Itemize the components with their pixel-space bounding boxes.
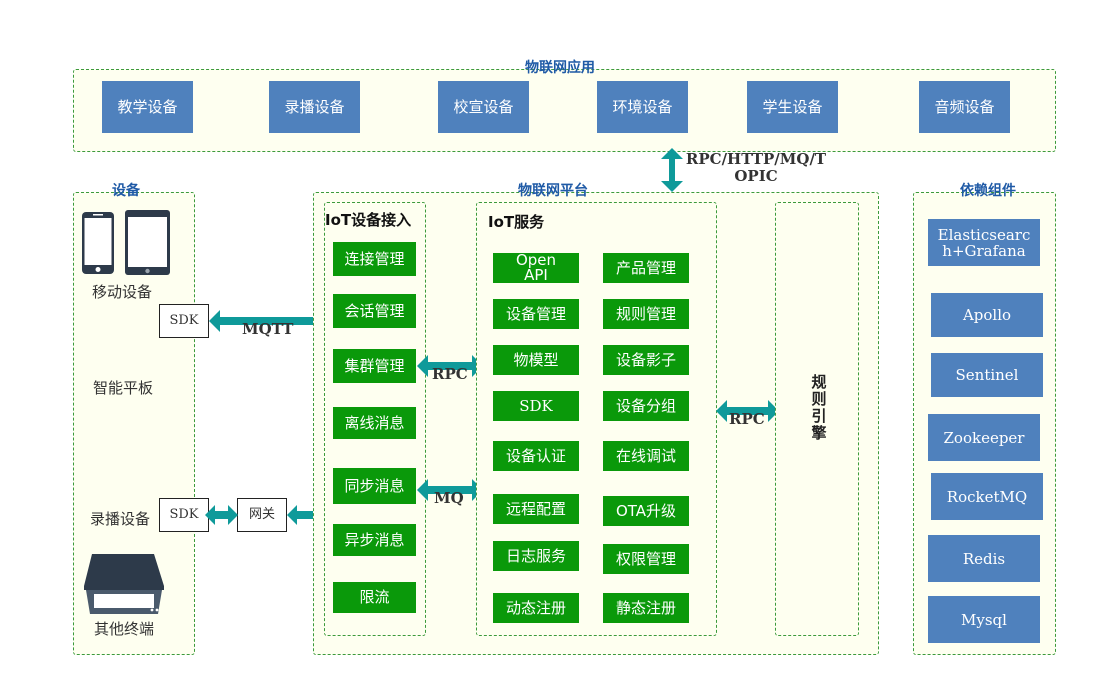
- dep-item-sentinel: Sentinel: [931, 353, 1043, 397]
- dep-item-zookeeper: Zookeeper: [928, 414, 1040, 461]
- dep-item-redis: Redis: [928, 535, 1040, 582]
- rule-engine-frame: [775, 202, 859, 636]
- service-item-remote-config: 远程配置: [493, 494, 579, 524]
- access-item-ratelimit: 限流: [333, 582, 416, 613]
- other-terminal-label: 其他终端: [94, 620, 155, 638]
- service-item-product-mgmt: 产品管理: [603, 253, 689, 283]
- mq-label: MQ: [434, 489, 464, 507]
- phone-icon: [82, 212, 114, 274]
- app-layer-title: 物联网应用: [525, 60, 595, 76]
- service-item-permission: 权限管理: [603, 544, 689, 574]
- access-item-offline: 离线消息: [333, 407, 416, 439]
- service-item-log-service: 日志服务: [493, 541, 579, 571]
- rpc-label-1: RPC: [432, 365, 468, 383]
- dep-item-mysql: Mysql: [928, 596, 1040, 643]
- service-item-thing-model: 物模型: [493, 345, 579, 375]
- vertical-double-arrow: [661, 148, 683, 192]
- sdk-box-mobile: SDK: [159, 304, 209, 338]
- service-item-device-mgmt: 设备管理: [493, 299, 579, 329]
- mq-arrow: [417, 479, 483, 501]
- tablet-icon: [125, 210, 170, 275]
- rule-engine-label: 规则引擎: [811, 373, 827, 442]
- gateway-box: 网关: [237, 498, 287, 532]
- access-item-cluster: 集群管理: [333, 349, 416, 383]
- app-item-environment: 环境设备: [597, 81, 688, 133]
- sdk-box-recorder: SDK: [159, 498, 209, 532]
- access-item-connection: 连接管理: [333, 242, 416, 276]
- top-link-label: RPC/HTTP/MQ/TOPIC: [685, 150, 827, 185]
- recorder-device-label: 录播设备: [90, 510, 151, 528]
- service-item-open-api: Open API: [493, 253, 579, 283]
- service-item-sdk: SDK: [493, 391, 579, 421]
- service-item-ota: OTA升级: [603, 496, 689, 526]
- app-item-campus: 校宣设备: [438, 81, 529, 133]
- rpc-label-2: RPC: [729, 410, 765, 428]
- service-item-rule-mgmt: 规则管理: [603, 299, 689, 329]
- service-item-device-group: 设备分组: [603, 391, 689, 421]
- scanner-icon: [84, 554, 164, 614]
- rpc-arrow-access-service: [417, 355, 483, 377]
- service-title: IoT服务: [488, 213, 545, 231]
- rpc-arrow-service-rule: [716, 400, 779, 422]
- app-item-audio: 音频设备: [919, 81, 1010, 133]
- access-title: IoT设备接入: [325, 211, 412, 229]
- mqtt-arrow: [209, 310, 326, 332]
- smart-tablet-label: 智能平板: [93, 379, 154, 397]
- service-item-static-reg: 静态注册: [603, 593, 689, 623]
- dep-item-elasticsearch: Elasticsearch+Grafana: [928, 219, 1040, 266]
- dep-item-apollo: Apollo: [931, 293, 1043, 337]
- mobile-device-label: 移动设备: [92, 283, 153, 301]
- access-item-session: 会话管理: [333, 294, 416, 328]
- devices-title: 设备: [112, 183, 140, 199]
- service-item-device-shadow: 设备影子: [603, 345, 689, 375]
- access-item-sync: 同步消息: [333, 468, 416, 504]
- dep-item-rocketmq: RocketMQ: [931, 473, 1043, 520]
- app-layer-frame: [73, 69, 1056, 152]
- platform-title: 物联网平台: [518, 183, 588, 199]
- deps-title: 依赖组件: [960, 183, 1016, 199]
- service-item-device-auth: 设备认证: [493, 441, 579, 471]
- mqtt-label: MQTT: [242, 320, 294, 338]
- app-item-student: 学生设备: [747, 81, 838, 133]
- sdk-gateway-arrow: [205, 505, 238, 525]
- app-item-teaching: 教学设备: [102, 81, 193, 133]
- service-item-online-debug: 在线调试: [603, 441, 689, 471]
- service-item-dynamic-reg: 动态注册: [493, 593, 579, 623]
- app-item-recording: 录播设备: [269, 81, 360, 133]
- access-item-async: 异步消息: [333, 524, 416, 556]
